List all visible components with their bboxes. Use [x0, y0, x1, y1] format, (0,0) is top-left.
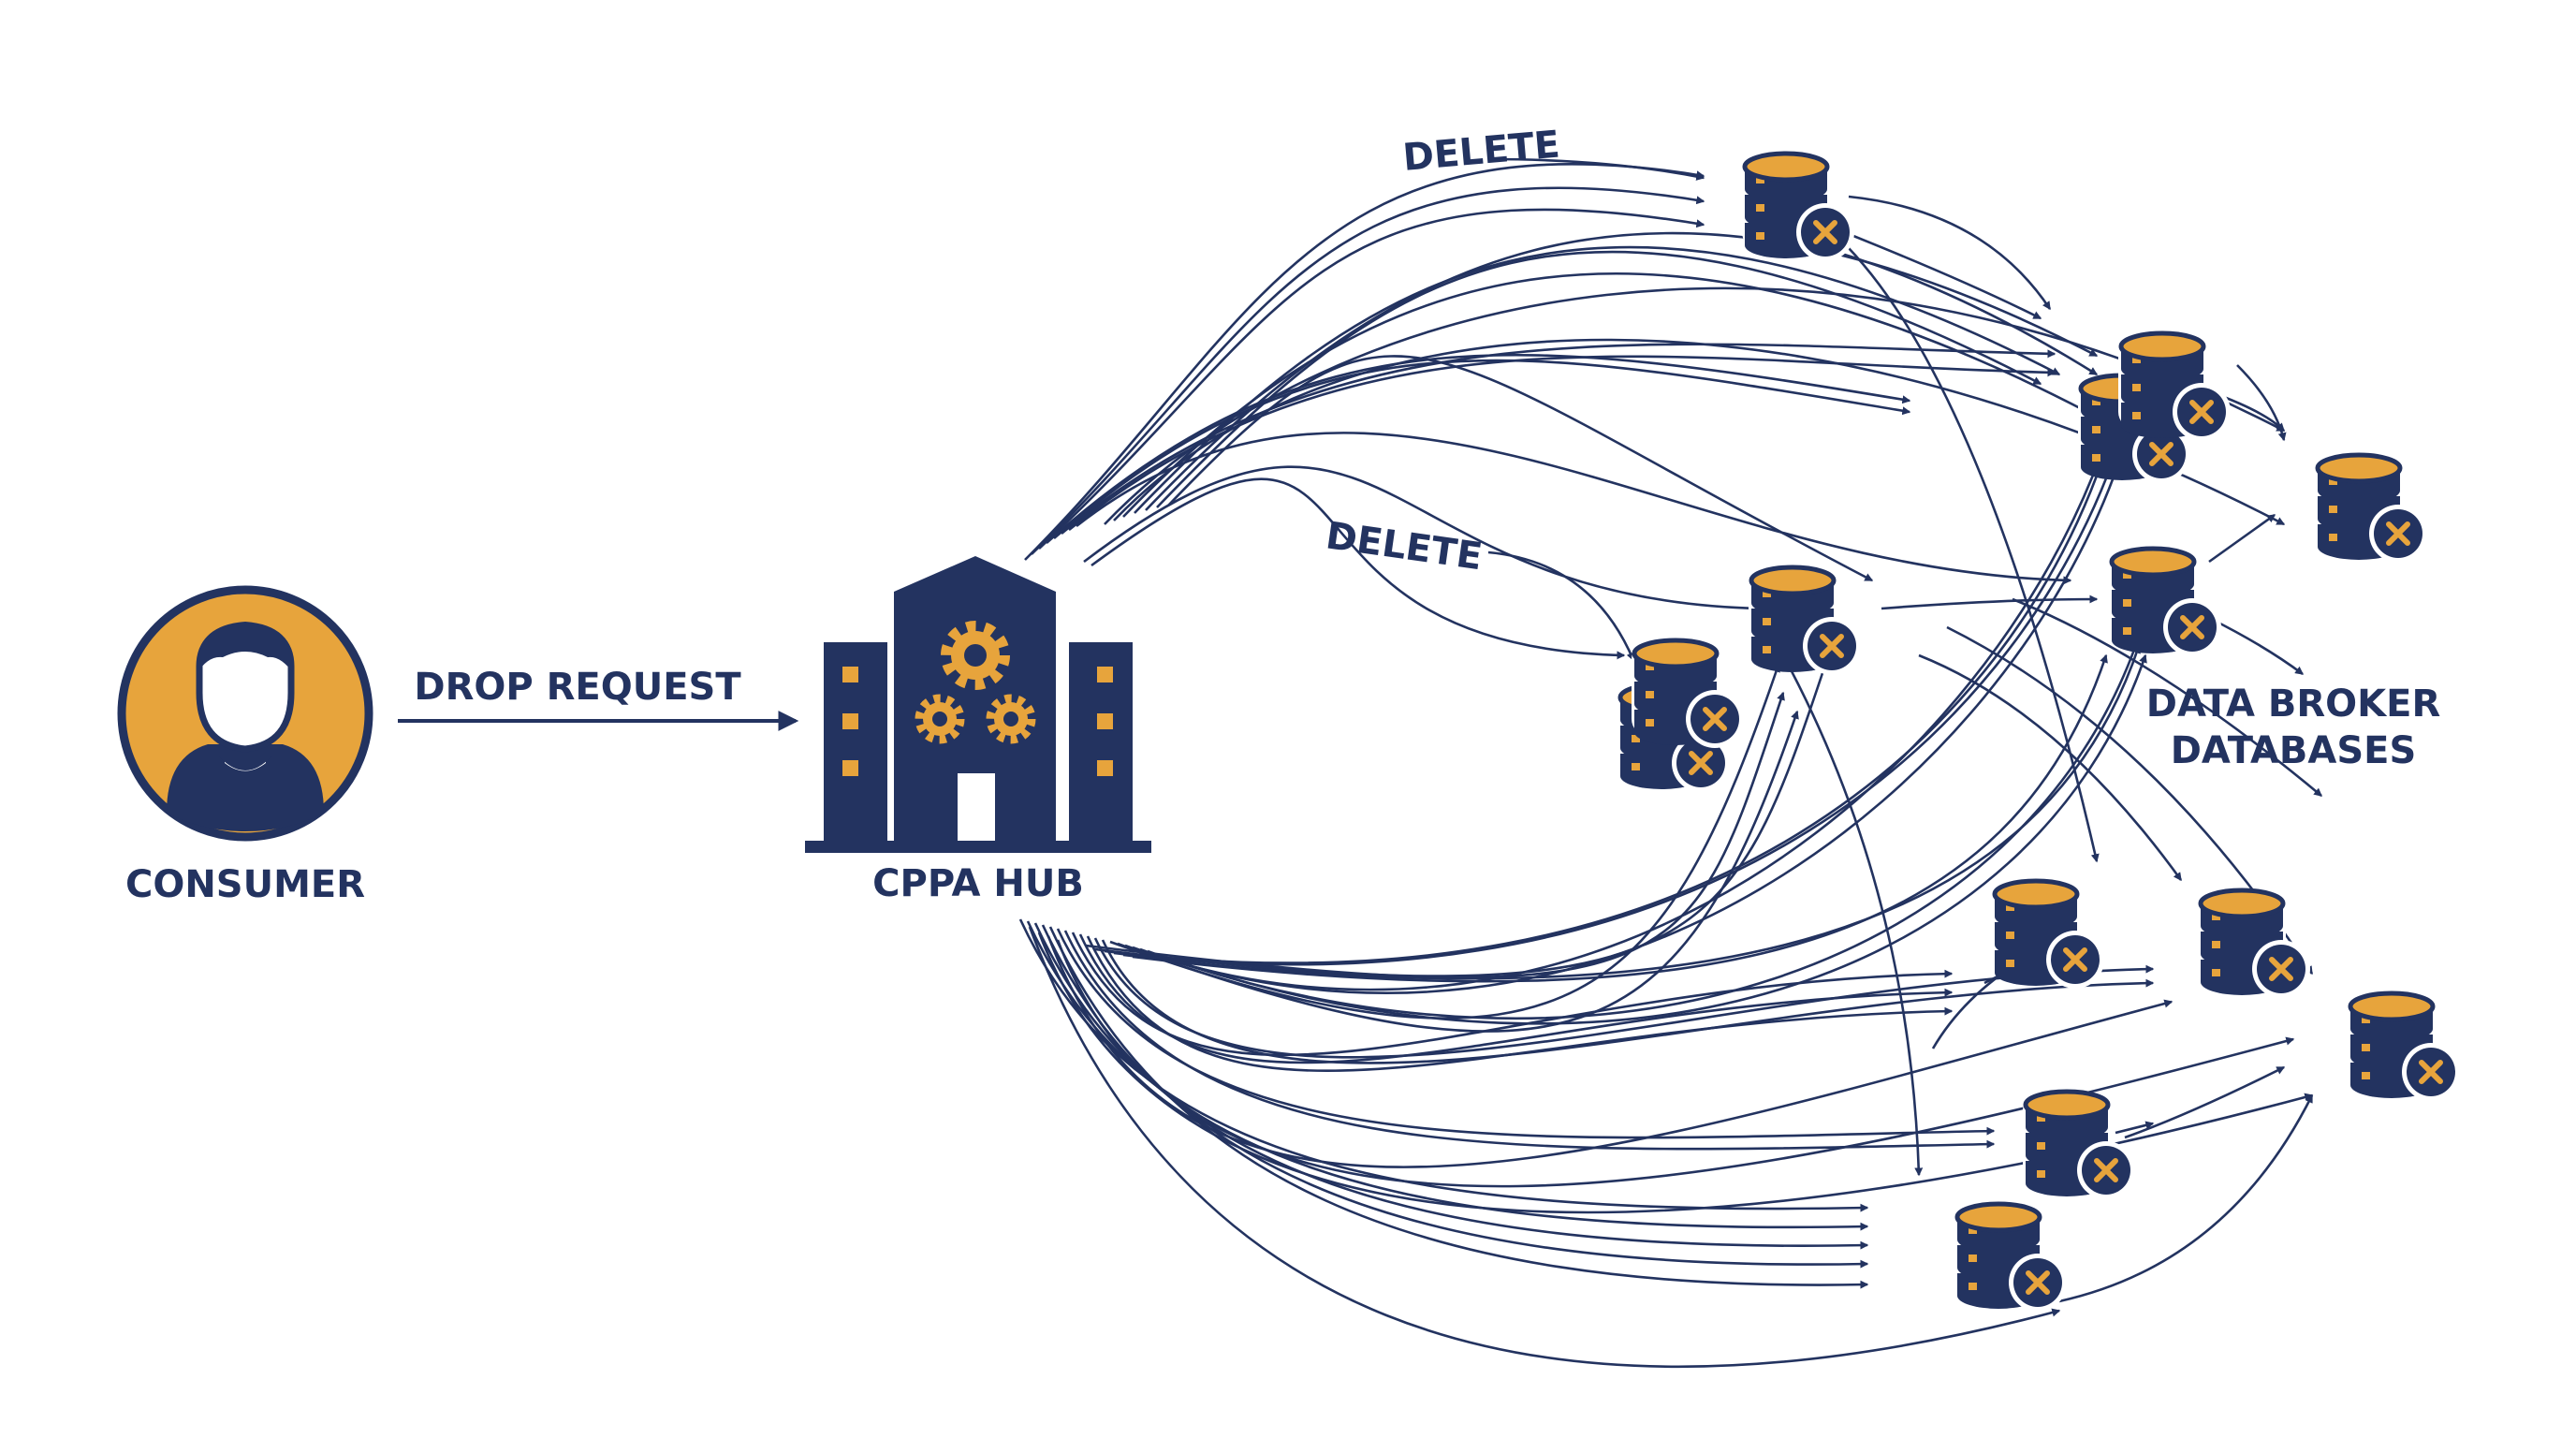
- building-icon: [805, 556, 1151, 853]
- deletion-arrow: [1101, 939, 2155, 1064]
- deletion-arrow: [1147, 653, 2147, 1025]
- deletion-arrow: [1086, 935, 1954, 1072]
- deletion-arrow: [1132, 457, 2122, 994]
- database-icon: [2198, 888, 2310, 998]
- x-badge-icon: [1672, 734, 1730, 792]
- deletion-arrow: [1122, 271, 2089, 518]
- deletion-arrow: [1156, 250, 2042, 508]
- database-icon: [2023, 1089, 2135, 1199]
- broker-link-arrow: [1848, 232, 2042, 320]
- deletion-arrow: [1132, 653, 2108, 983]
- deletion-arrow: [1056, 928, 1996, 1139]
- deletion-arrow: [1046, 935, 2174, 1168]
- x-badge-icon: [2252, 940, 2310, 998]
- x-badge-icon: [1796, 203, 1854, 261]
- broker-link-arrow: [2124, 1065, 2286, 1139]
- deletion-arrow: [1076, 432, 2072, 585]
- deletion-arrow: [1109, 663, 1780, 1020]
- x-badge-icon: [2132, 425, 2190, 483]
- deletion-arrow: [1113, 338, 2286, 526]
- deletion-arrow: [1078, 933, 1954, 1064]
- database-icon: [1632, 638, 1744, 748]
- delete-label-top: DELETE: [1401, 123, 1561, 179]
- cppa-hub-node: CPPA HUB: [805, 556, 1151, 905]
- database-icon: [2109, 546, 2221, 656]
- deletion-arrow: [1122, 644, 2141, 980]
- x-badge-icon: [2163, 598, 2221, 656]
- broker-link-arrow: [2058, 1093, 2314, 1303]
- deletion-arrow: [1038, 208, 1705, 550]
- database-icon: [1954, 1201, 2067, 1312]
- gear-icon: [941, 621, 1010, 690]
- x-badge-icon: [2009, 1254, 2067, 1312]
- deletion-arrow: [1031, 186, 1705, 555]
- deletion-arrow: [1083, 465, 1762, 613]
- deletion-arrow: [1487, 550, 1635, 662]
- drop-request-connector: DROP REQUEST: [398, 666, 799, 731]
- x-badge-icon: [2077, 1141, 2135, 1199]
- broker-link-arrow: [1881, 594, 2099, 610]
- deletion-arrow: [1048, 926, 1869, 1289]
- x-badge-icon: [2173, 383, 2231, 441]
- deletion-arrow: [1068, 355, 2056, 532]
- broker-link-arrow: [2115, 1121, 2155, 1135]
- deletion-arrow: [1781, 654, 1924, 1177]
- database-icon: [2348, 990, 2460, 1101]
- broker-link-arrow: [2236, 364, 2287, 442]
- deletion-arrow: [1113, 438, 2122, 966]
- data-broker-label-line2: DATABASES: [2171, 729, 2417, 772]
- deletion-arrow: [1028, 926, 2061, 1368]
- deletion-arrow: [1033, 922, 1869, 1250]
- database-icon: [2118, 330, 2231, 441]
- broker-link-arrow: [1848, 195, 2052, 311]
- consumer-label: CONSUMER: [125, 863, 365, 906]
- deletion-arrow: [1134, 245, 2061, 514]
- delete-label-middle: DELETE: [1324, 514, 1486, 579]
- broker-link-arrow: [2208, 616, 2305, 676]
- deletion-arrow: [1094, 663, 1827, 977]
- data-broker-databases: [1617, 151, 2460, 1312]
- deletion-arrow: [1061, 343, 2056, 535]
- deletion-arrow: [1093, 937, 2155, 1059]
- data-broker-label-line1: DATA BROKER: [2146, 682, 2441, 726]
- drop-request-label: DROP REQUEST: [414, 666, 741, 709]
- database-icon: [1742, 151, 1854, 261]
- x-badge-icon: [2046, 931, 2104, 989]
- deletion-arrow: [1124, 438, 2108, 991]
- x-badge-icon: [1803, 617, 1861, 675]
- deletion-arrow: [1071, 932, 1954, 1057]
- x-badge-icon: [2369, 505, 2427, 563]
- deletion-arrow: [1090, 477, 1626, 660]
- x-badge-icon: [1686, 690, 1744, 748]
- deletion-arrow: [1063, 930, 1996, 1151]
- broker-link-arrow: [2012, 597, 2323, 797]
- x-badge-icon: [2402, 1043, 2460, 1101]
- deletion-arrow: [1167, 355, 1874, 582]
- database-icon: [1749, 565, 1861, 675]
- deletion-arrow: [1487, 157, 1705, 181]
- broker-link-arrow: [2208, 513, 2276, 564]
- broker-link-arrow: [1918, 653, 2183, 882]
- deletion-arrow: [1024, 162, 1705, 561]
- hub-label: CPPA HUB: [872, 862, 1084, 905]
- broker-link-arrow: [1834, 233, 2100, 863]
- gear-icon: [915, 694, 965, 744]
- deletion-arrow: [1104, 448, 2108, 964]
- database-icon: [2315, 452, 2427, 563]
- deletion-arrow: [1026, 920, 1869, 1231]
- person-icon: [167, 622, 324, 831]
- consumer-node: CONSUMER: [117, 585, 373, 906]
- deletion-arrow: [1145, 231, 2099, 511]
- deletion-arrow: [1117, 710, 1799, 1033]
- gear-icon: [986, 694, 1036, 744]
- deletion-arrow: [1139, 635, 2141, 1020]
- database-icon: [1992, 878, 2104, 989]
